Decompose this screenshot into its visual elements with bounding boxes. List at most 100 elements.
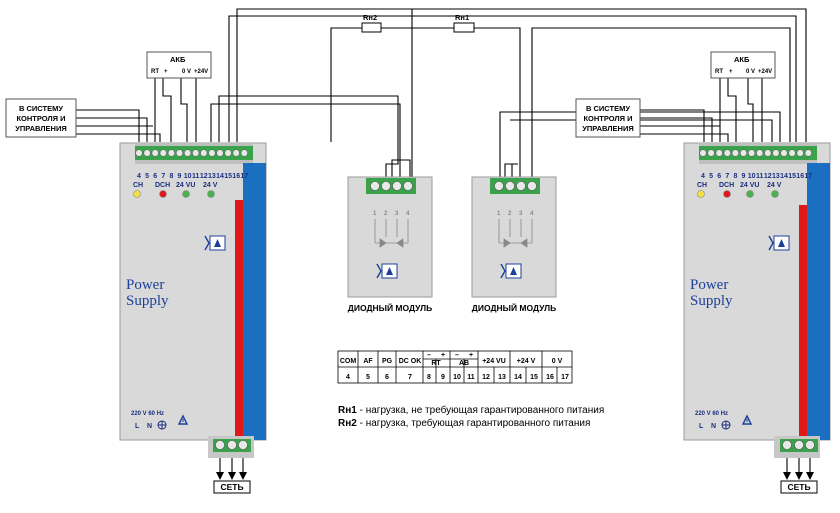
- terminal-screw: [731, 149, 739, 157]
- svg-text:+: +: [441, 352, 445, 359]
- rn1-label: Rн1: [455, 13, 469, 22]
- terminal-screw: [159, 149, 167, 157]
- table-number-cell: 17: [561, 374, 569, 381]
- terminal-number: 17: [240, 173, 248, 180]
- brand-logo: [376, 263, 398, 279]
- terminal-screw: [788, 149, 796, 157]
- terminal-number: 6: [153, 173, 157, 180]
- mains-terminal-block: [780, 439, 818, 452]
- terminal-number: 14: [216, 173, 224, 180]
- diode-caption: ДИОДНЫЙ МОДУЛЬ: [472, 302, 556, 313]
- svg-text:4: 4: [530, 211, 534, 217]
- terminal-number: 13: [772, 173, 780, 180]
- table-number-cell: 12: [482, 374, 490, 381]
- terminal-number: 9: [178, 173, 182, 180]
- terminal-number: 8: [169, 173, 173, 180]
- legend-line-1: Rн1 - нагрузка, не требующая гарантирова…: [338, 404, 604, 416]
- svg-text:4: 4: [406, 211, 410, 217]
- terminal-number: 8: [733, 173, 737, 180]
- svg-text:AB: AB: [459, 360, 469, 367]
- table-number-cell: 11: [467, 374, 475, 381]
- control-label-right: В СИСТЕМУ КОНТРОЛЯ И УПРАВЛЕНИЯ: [575, 98, 641, 138]
- svg-text:–: –: [427, 352, 431, 359]
- terminal-screws: [699, 149, 812, 157]
- mains-n: N: [711, 423, 716, 430]
- led-green: [771, 190, 779, 198]
- table-number-cell: 6: [385, 374, 389, 381]
- terminal-screw: [167, 149, 175, 157]
- terminal-number: 5: [145, 173, 149, 180]
- terminal-number: 12: [200, 173, 208, 180]
- legend: Rн1 - нагрузка, не требующая гарантирова…: [338, 404, 604, 429]
- terminal-screw: [135, 149, 143, 157]
- table-number-cell: 15: [530, 374, 538, 381]
- mains-rating: 220 V 60 Hz: [131, 411, 164, 417]
- terminal-number: 17: [804, 173, 812, 180]
- led-yellow: [697, 190, 705, 198]
- terminal-screw: [723, 149, 731, 157]
- terminal-number: 16: [232, 173, 240, 180]
- svg-text:КОНТРОЛЯ И: КОНТРОЛЯ И: [16, 114, 65, 123]
- svg-text:СЕТЬ: СЕТЬ: [220, 482, 243, 492]
- table-number-cell: 16: [546, 374, 554, 381]
- rn2-label: Rн2: [363, 13, 377, 22]
- svg-text:2: 2: [508, 211, 512, 217]
- led-green: [182, 190, 190, 198]
- brand-logo: [768, 235, 790, 251]
- terminal-number: 13: [208, 173, 216, 180]
- terminal-screw: [707, 149, 715, 157]
- battery-title: АКБ: [170, 55, 186, 64]
- battery-left: АКБ RT + 0 V +24V: [146, 51, 212, 79]
- psu-title-supply: Supply: [690, 293, 733, 309]
- terminal-number: 7: [725, 173, 729, 180]
- terminal-number: 7: [161, 173, 165, 180]
- svg-text:+: +: [469, 352, 473, 359]
- table-number-cell: 4: [346, 374, 350, 381]
- terminal-screw: [232, 149, 240, 157]
- terminal-screw: [208, 149, 216, 157]
- terminal-screw: [796, 149, 804, 157]
- mains-rating: 220 V 60 Hz: [695, 411, 728, 417]
- legend-line-2: Rн2 - нагрузка, требующая гарантированно…: [338, 417, 590, 429]
- terminal-screw: [748, 149, 756, 157]
- table-number-cell: 13: [498, 374, 506, 381]
- svg-text:+24 VU: +24 VU: [482, 358, 506, 365]
- psu-title-power: Power: [690, 277, 728, 293]
- svg-text:КОНТРОЛЯ И: КОНТРОЛЯ И: [583, 114, 632, 123]
- led-yellow: [133, 190, 141, 198]
- battery-plus: +: [164, 69, 168, 75]
- svg-text:УПРАВЛЕНИЯ: УПРАВЛЕНИЯ: [15, 124, 67, 133]
- terminal-screw: [175, 149, 184, 157]
- svg-text:–: –: [455, 352, 459, 359]
- battery-rt: RT: [715, 69, 723, 75]
- led-green: [207, 190, 215, 198]
- svg-text:+24 V: +24 V: [517, 358, 536, 365]
- terminal-screw: [184, 149, 192, 157]
- terminal-number: 5: [709, 173, 713, 180]
- psu-terminal-block: [699, 146, 817, 160]
- table-number-cell: 9: [441, 374, 445, 381]
- terminal-number: 6: [717, 173, 721, 180]
- warning-icon: [177, 414, 189, 425]
- table-number-cell: 5: [366, 374, 370, 381]
- svg-text:СЕТЬ: СЕТЬ: [787, 482, 810, 492]
- table-number-cell: 14: [514, 374, 522, 381]
- led-red: [723, 190, 731, 198]
- svg-text:AF: AF: [363, 358, 373, 365]
- battery-24v: +24V: [194, 69, 208, 75]
- led-label-dch: DCH: [155, 182, 170, 189]
- psu-title-power: Power: [126, 277, 164, 293]
- svg-text:В СИСТЕМУ: В СИСТЕМУ: [19, 104, 63, 113]
- psu-red-strip: [799, 205, 807, 438]
- terminal-number: 14: [780, 173, 788, 180]
- terminal-screw: [780, 149, 788, 157]
- svg-text:3: 3: [519, 211, 523, 217]
- load-rn2: Rн2: [361, 13, 382, 33]
- load-rn1: Rн1: [453, 13, 475, 33]
- mains-n: N: [147, 423, 152, 430]
